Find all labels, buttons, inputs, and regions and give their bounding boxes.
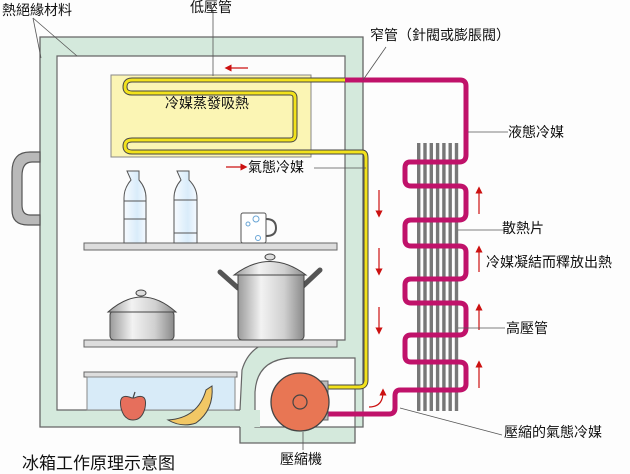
shelf-middle bbox=[83, 339, 338, 348]
label-capillary: 窄管（針閥或膨脹閥） bbox=[370, 28, 510, 44]
large-pot bbox=[217, 253, 323, 341]
label-low-pressure-pipe: 低壓管 bbox=[190, 0, 232, 16]
label-compressed-gas: 壓縮的氣態冷媒 bbox=[504, 425, 602, 441]
flow-arrows bbox=[224, 64, 483, 408]
low-pressure-pipe bbox=[123, 78, 368, 389]
bottle bbox=[173, 170, 198, 244]
shelf-upper bbox=[83, 242, 338, 251]
label-heat-sink: 散熱片 bbox=[502, 221, 544, 237]
label-liquid-refrigerant: 液態冷媒 bbox=[508, 125, 564, 141]
high-pressure-pipe bbox=[325, 77, 469, 417]
compressor bbox=[270, 372, 330, 432]
arrow-up-icon bbox=[368, 388, 387, 408]
label-evaporator: 冷媒蒸發吸熱 bbox=[165, 96, 249, 112]
bottle bbox=[123, 170, 147, 244]
door-handle[interactable] bbox=[11, 151, 41, 226]
label-compressor: 壓縮機 bbox=[280, 452, 322, 468]
label-high-pressure-pipe: 高壓管 bbox=[506, 321, 548, 337]
apple bbox=[120, 395, 146, 421]
label-insulation: 熱絕緣材料 bbox=[2, 3, 72, 19]
diagram-title: 冰箱工作原理示意图 bbox=[22, 454, 175, 474]
compressor-body bbox=[270, 372, 330, 432]
small-pot bbox=[106, 289, 178, 341]
crisper-drawer bbox=[83, 371, 238, 426]
label-condensing: 冷媒凝結而釋放出熱 bbox=[486, 255, 612, 271]
high-pressure-circuit bbox=[325, 77, 469, 417]
evaporator-panel bbox=[110, 74, 312, 158]
mug bbox=[240, 212, 278, 244]
evaporator bbox=[110, 74, 369, 390]
banana bbox=[166, 385, 213, 426]
label-gas-refrigerant: 氣態冷媒 bbox=[248, 160, 304, 176]
leader-lines bbox=[32, 11, 508, 450]
